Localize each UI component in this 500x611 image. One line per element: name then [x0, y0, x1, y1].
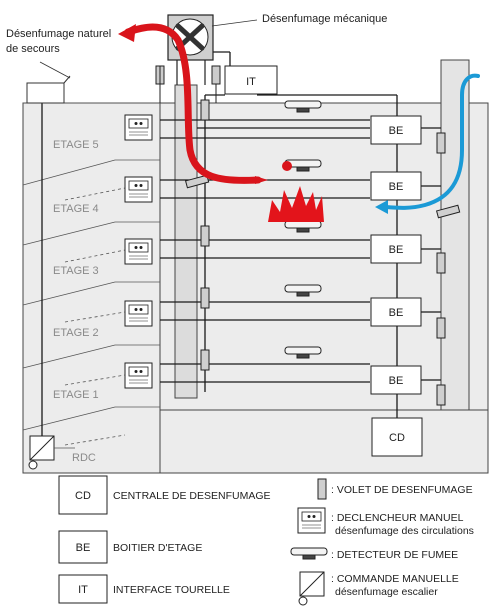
be-box-3-label: BE [389, 244, 404, 256]
it-box [224, 65, 278, 95]
legend: CD CENTRALE DE DESENFUMAGE BE BOITIER D'… [58, 475, 474, 606]
stair-damper-2 [436, 317, 446, 339]
be-box-4 [370, 171, 422, 201]
natural-smoke-arrow [124, 23, 262, 184]
stair-damper-5 [436, 132, 446, 154]
manual-triggers [124, 114, 153, 389]
damper-5 [200, 99, 210, 121]
cd-box-label: CD [389, 432, 405, 444]
legend-command-icon [298, 571, 325, 606]
be-box-2 [370, 297, 422, 327]
floor-label-5: ETAGE 5 [53, 139, 99, 151]
fire-icon [268, 186, 324, 222]
legend-cd-key: CD [75, 490, 91, 502]
floor-label-rdc: RDC [72, 452, 96, 464]
damper-3 [200, 225, 210, 247]
stair-damper-open [435, 204, 461, 219]
roof-vent-natural [26, 82, 65, 104]
stair-shaft [440, 59, 470, 411]
damper-1 [200, 349, 210, 371]
floor-label-2: ETAGE 2 [53, 327, 99, 339]
legend-be-key: BE [76, 542, 91, 554]
legend-cd-box [58, 475, 108, 515]
legend-detector-label: : DETECTEUR DE FUMEE [331, 549, 458, 561]
be-box-1-label: BE [389, 375, 404, 387]
stair-damper-3 [436, 252, 446, 274]
legend-it-key: IT [78, 584, 88, 596]
floor-label-1: ETAGE 1 [53, 389, 99, 401]
alarm-indicator [282, 161, 292, 171]
legend-be-box [58, 530, 108, 564]
ground-floor-zone [159, 409, 489, 474]
it-box-label: IT [246, 76, 256, 88]
natural-title-line1: Désenfumage naturel [6, 28, 111, 40]
stair-manual-command [28, 435, 75, 470]
floor-label-4: ETAGE 4 [53, 203, 99, 215]
legend-volet-label: : VOLET DE DESENFUMAGE [331, 484, 473, 496]
be-box-5-label: BE [389, 125, 404, 137]
legend-trigger-line2: désenfumage des circulations [335, 525, 474, 537]
floor-labels: ETAGE 5 ETAGE 4 ETAGE 3 ETAGE 2 ETAGE 1 … [53, 139, 99, 464]
fresh-air-arrow [383, 73, 480, 210]
legend-detector-icon [290, 547, 328, 560]
legend-command-line1: : COMMANDE MANUELLE [331, 573, 459, 585]
smoke-detectors [284, 100, 322, 359]
legend-damper-icon [317, 478, 327, 500]
legend-be-label: BOITIER D'ETAGE [113, 542, 202, 554]
damper-4-open [184, 174, 210, 189]
be-box-1 [370, 365, 422, 395]
legend-trigger-line1: : DECLENCHEUR MANUEL [331, 512, 464, 524]
cd-box [371, 417, 423, 457]
floor-label-3: ETAGE 3 [53, 265, 99, 277]
legend-command-line2: désenfumage escalier [335, 586, 438, 598]
be-boxes: BE BE BE BE BE [370, 115, 422, 395]
legend-it-label: INTERFACE TOURELLE [113, 584, 230, 596]
legend-trigger-icon [297, 507, 326, 534]
be-box-2-label: BE [389, 307, 404, 319]
be-box-4-label: BE [389, 181, 404, 193]
dampers [184, 99, 461, 406]
mechanical-title: Désenfumage mécanique [262, 13, 387, 25]
stair-damper-1 [436, 384, 446, 406]
be-box-5 [370, 115, 422, 145]
be-box-3 [370, 234, 422, 264]
legend-it-box [58, 574, 108, 604]
natural-title-line2: de secours [6, 43, 60, 55]
legend-cd-label: CENTRALE DE DESENFUMAGE [113, 490, 271, 502]
damper-2 [200, 287, 210, 309]
